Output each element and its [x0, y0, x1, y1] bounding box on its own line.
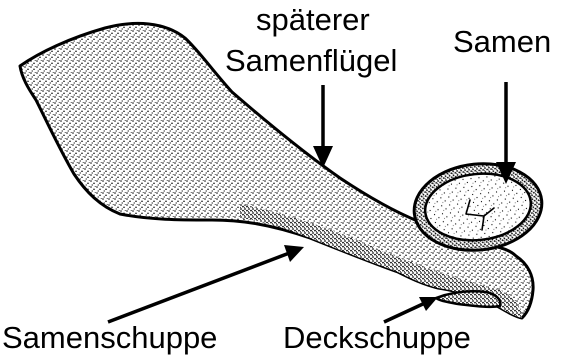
label-bract-scale: Deckschuppe — [283, 322, 471, 353]
label-later-seed-wing-line2: Samenflügel — [225, 45, 397, 76]
arrow-wing — [313, 85, 333, 168]
label-seed-scale: Samenschuppe — [2, 322, 217, 353]
arrow-seed-scale — [108, 245, 304, 322]
label-later-seed-wing-line1: späterer — [256, 4, 370, 35]
bract-scale-tip — [436, 291, 500, 307]
label-seed: Samen — [453, 26, 551, 57]
arrow-bract-scale — [384, 297, 438, 322]
